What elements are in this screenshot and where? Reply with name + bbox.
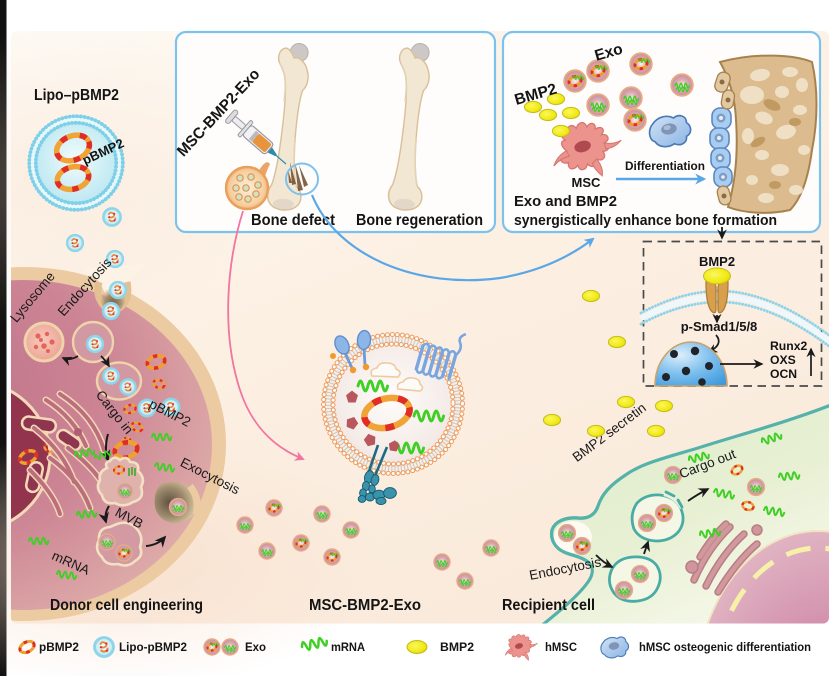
svg-text:Differentiation: Differentiation [625,159,705,173]
svg-text:Bone defect: Bone defect [251,212,335,229]
svg-text:pBMP2: pBMP2 [39,642,79,654]
svg-text:p-Smad1/5/8: p-Smad1/5/8 [681,319,758,334]
svg-text:OCN: OCN [770,367,797,381]
svg-text:MSC: MSC [572,175,602,190]
svg-text:BMP2: BMP2 [699,254,735,269]
svg-text:Recipient cell: Recipient cell [502,597,595,614]
svg-text:Lipo–pBMP2: Lipo–pBMP2 [34,87,119,104]
svg-text:MSC-BMP2-Exo: MSC-BMP2-Exo [309,597,421,614]
svg-text:mRNA: mRNA [331,642,365,654]
svg-text:hMSC: hMSC [545,642,577,654]
svg-text:OXS: OXS [770,353,796,367]
svg-text:Lipo-pBMP2: Lipo-pBMP2 [119,642,187,654]
svg-text:Exo: Exo [245,642,266,654]
svg-text:Bone regeneration: Bone regeneration [356,212,483,229]
svg-text:Donor cell engineering: Donor cell engineering [50,597,203,614]
svg-text:synergistically enhance bone f: synergistically enhance bone formation [514,212,777,229]
svg-text:BMP2: BMP2 [440,642,474,654]
svg-text:hMSC osteogenic differentiatio: hMSC osteogenic differentiation [639,642,811,654]
svg-text:Runx2: Runx2 [770,339,807,353]
svg-text:Exo and BMP2: Exo and BMP2 [514,193,617,210]
